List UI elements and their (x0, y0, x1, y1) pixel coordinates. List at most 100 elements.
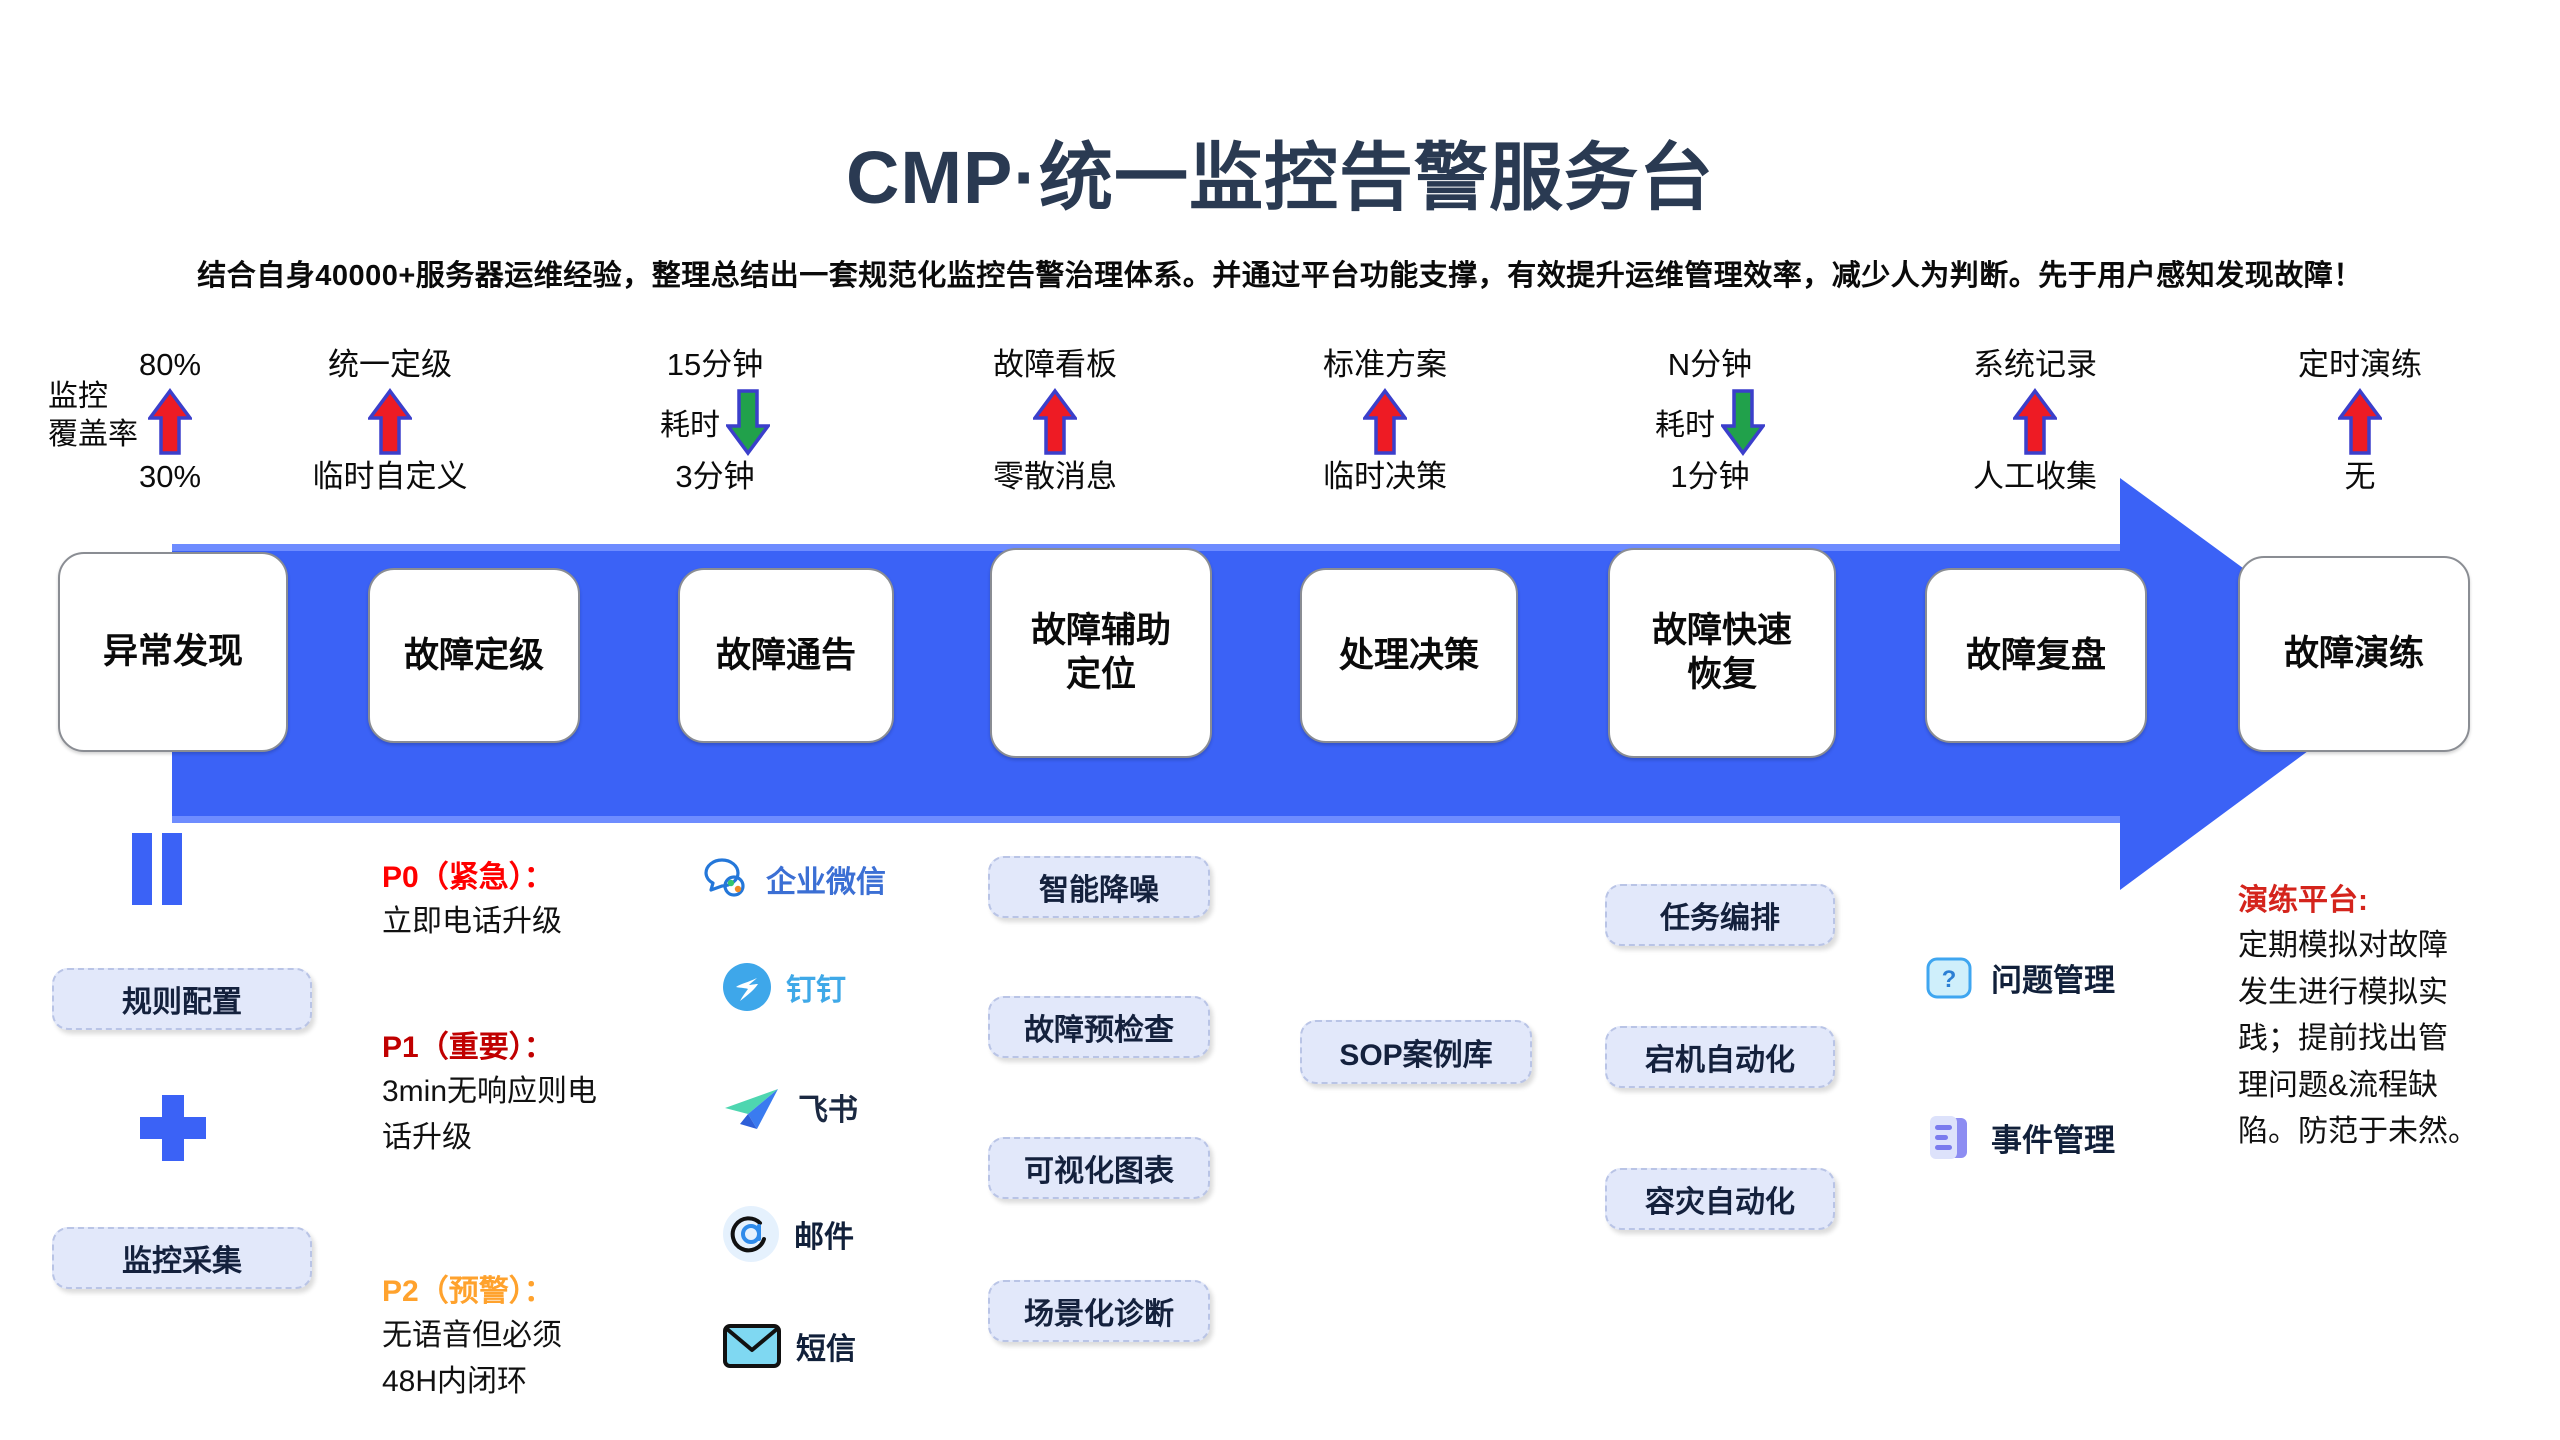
priority-body: 3min无响应则电话升级 (382, 1074, 598, 1155)
priority-head: P0（紧急）： (382, 861, 554, 894)
process-stage-label: 故障复盘 (1965, 635, 2106, 675)
svg-text:?: ? (1942, 966, 1957, 993)
channel-飞书[interactable]: 飞书 (722, 1082, 858, 1132)
page-subtitle: 结合自身40000+服务器运维经验，整理总结出一套规范化监控告警治理体系。并通过… (197, 260, 2363, 292)
chip-label: 场景化诊断 (1024, 1298, 1174, 1331)
metric-top-value: 系统记录 (1973, 347, 2097, 382)
metric-arrow-row (930, 388, 1180, 456)
metric-bottom-value: 人工收集 (1973, 459, 2097, 495)
metric-bottom-value: 1分钟 (1670, 459, 1750, 495)
arrow-up-icon (148, 388, 192, 455)
metric-top-value: 统一定级 (328, 347, 452, 382)
pause-bar-right (162, 833, 182, 905)
metric-top-value: N分钟 (1667, 347, 1753, 382)
metric-bottom-value: 30% (138, 459, 202, 495)
chip-智能降噪[interactable]: 智能降噪 (988, 856, 1210, 918)
process-band: 异常发现 故障定级 故障通告 故障辅助定位 处理决策 故障快速恢复 故障复盘 故障演练 (0, 478, 2560, 898)
process-stage-label: 故障通告 (715, 635, 856, 675)
channel-label: 钉钉 (786, 974, 846, 1007)
process-stage-7[interactable]: 故障复盘 (1925, 568, 2147, 743)
management-问题管理[interactable]: ? 问题管理 (1925, 955, 2115, 1000)
metric-arrow-row (45, 388, 295, 456)
priority-p0: P0（紧急）： 立即电话升级 (382, 858, 682, 945)
process-stage-1[interactable]: 异常发现 (58, 552, 288, 752)
chip-rule-config[interactable]: 规则配置 (52, 968, 312, 1030)
metric-bottom-value: 无 (2344, 459, 2376, 495)
channel-邮件[interactable]: 邮件 (722, 1205, 854, 1263)
metric-top-value: 故障看板 (993, 347, 1117, 382)
arrow-down-icon (1721, 389, 1765, 457)
channel-label: 邮件 (794, 1221, 854, 1254)
metric-side-label: 耗时 (660, 409, 720, 443)
document-lines-icon (1930, 1116, 1967, 1159)
chip-故障预检查[interactable]: 故障预检查 (988, 996, 1210, 1058)
arrow-up-icon (368, 388, 412, 455)
arrow-up-icon (2013, 388, 2057, 455)
process-stage-label: 故障辅助定位 (1030, 611, 1171, 694)
pause-icon (132, 833, 182, 905)
drill-platform-body: 定期模拟对故障发生进行模拟实践；提前找出管理问题&流程缺陷。防范于未然。 (2238, 929, 2478, 1148)
chip-label: 智能降噪 (1039, 874, 1159, 907)
email-at-icon (723, 1206, 779, 1262)
process-stage-label: 处理决策 (1338, 635, 1479, 675)
arrow-up-icon (2338, 388, 2382, 455)
arrow-up-icon (1363, 388, 1407, 455)
drill-platform-block: 演练平台: 定期模拟对故障发生进行模拟实践；提前找出管理问题&流程缺陷。防范于未然… (2238, 878, 2538, 1156)
feishu-icon (725, 1089, 778, 1129)
pause-bar-left (132, 833, 152, 905)
metric-column-2: 统一定级临时自定义 (265, 347, 515, 495)
dingtalk-icon (723, 963, 771, 1011)
chip-label: 故障预检查 (1024, 1014, 1174, 1047)
chip-label: 规则配置 (122, 986, 242, 1019)
process-stage-6[interactable]: 故障快速恢复 (1608, 548, 1836, 758)
process-stage-label: 故障快速恢复 (1651, 611, 1792, 694)
management-label: 事件管理 (1991, 1122, 2115, 1158)
chip-monitor-collect[interactable]: 监控采集 (52, 1227, 312, 1289)
process-stage-label: 故障演练 (2283, 634, 2424, 674)
metric-bottom-value: 临时自定义 (312, 459, 468, 495)
process-stage-2[interactable]: 故障定级 (368, 568, 580, 743)
process-stage-3[interactable]: 故障通告 (678, 568, 894, 743)
metric-arrow-row: 耗时 (590, 388, 840, 457)
arrow-down-icon (726, 389, 770, 457)
metric-column-8: 定时演练无 (2235, 347, 2485, 495)
question-box-icon: ? (1926, 957, 1972, 998)
metric-bottom-value: 零散消息 (993, 459, 1117, 495)
chip-容灾自动化[interactable]: 容灾自动化 (1605, 1168, 1835, 1230)
channel-钉钉[interactable]: 钉钉 (722, 962, 846, 1012)
metric-top-value: 标准方案 (1323, 347, 1447, 382)
priority-head: P1（重要）： (382, 1031, 554, 1064)
chip-场景化诊断[interactable]: 场景化诊断 (988, 1280, 1210, 1342)
process-stage-5[interactable]: 处理决策 (1300, 568, 1518, 743)
metric-arrow-row (2235, 388, 2485, 456)
management-事件管理[interactable]: 事件管理 (1925, 1112, 2115, 1162)
drill-platform-head: 演练平台: (2238, 884, 2368, 917)
plus-icon (140, 1095, 206, 1161)
chip-label: 宕机自动化 (1645, 1044, 1795, 1077)
chip-label: SOP案例库 (1339, 1039, 1493, 1072)
arrow-up-icon (1033, 388, 1077, 455)
channel-label: 飞书 (798, 1094, 858, 1127)
chip-任务编排[interactable]: 任务编排 (1605, 884, 1835, 946)
page-title: CMP·统一监控告警服务台 (845, 136, 1715, 219)
management-label: 问题管理 (1991, 963, 2115, 998)
channel-企业微信[interactable]: 企业微信 (700, 855, 886, 903)
metric-bottom-value: 3分钟 (675, 459, 755, 495)
chip-SOP案例库[interactable]: SOP案例库 (1300, 1020, 1532, 1084)
metric-arrow-row (265, 388, 515, 456)
process-stage-4[interactable]: 故障辅助定位 (990, 548, 1212, 758)
chip-宕机自动化[interactable]: 宕机自动化 (1605, 1026, 1835, 1088)
channel-短信[interactable]: 短信 (722, 1322, 856, 1370)
metric-arrow-row: 耗时 (1585, 388, 1835, 457)
priority-body: 立即电话升级 (382, 904, 562, 938)
chip-可视化图表[interactable]: 可视化图表 (988, 1137, 1210, 1199)
metric-column-5: 标准方案临时决策 (1260, 347, 1510, 494)
metric-column-1: 80%30% (45, 347, 295, 495)
process-stage-label: 故障定级 (403, 635, 544, 675)
metric-top-value: 定时演练 (2298, 347, 2422, 382)
process-stage-8[interactable]: 故障演练 (2238, 556, 2470, 752)
